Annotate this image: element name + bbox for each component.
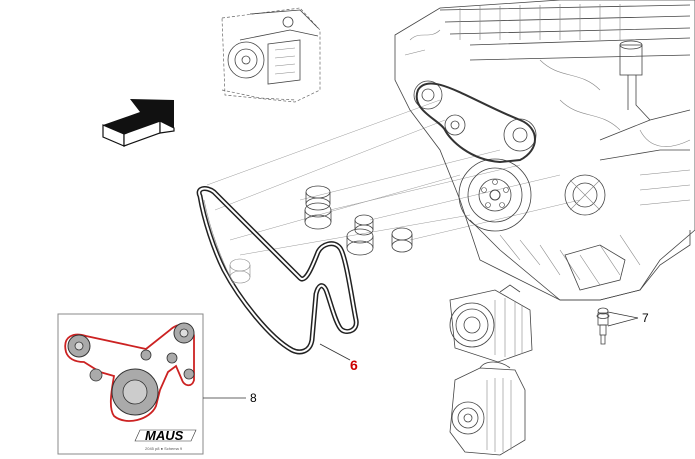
idler-pulley bbox=[354, 214, 374, 236]
callout-label-8: 8 bbox=[250, 391, 257, 405]
engine-thumbnail bbox=[220, 6, 325, 103]
belt-route bbox=[64, 323, 195, 422]
callout-belt: 6 bbox=[319, 343, 358, 373]
idler-pulley bbox=[346, 228, 374, 256]
callout-label-6: 6 bbox=[350, 357, 358, 373]
idler-pulley bbox=[391, 227, 413, 253]
engine-block-drawing bbox=[394, 0, 695, 301]
ac-compressor-drawing bbox=[449, 284, 533, 363]
idler-pulley bbox=[304, 202, 332, 230]
inset-footnote: 2045 p8 ● Schema 9 bbox=[145, 446, 183, 451]
callout-sensor: 7 bbox=[607, 311, 649, 327]
serpentine-belt-drawing bbox=[196, 186, 359, 355]
brand-logo-text: MAUS bbox=[145, 428, 184, 443]
isometric-arrow-icon bbox=[102, 99, 175, 147]
callout-inset: 8 bbox=[203, 391, 257, 405]
callout-label-7: 7 bbox=[642, 311, 649, 325]
idler-pulley bbox=[229, 258, 251, 284]
belt-routing-inset: MAUS 2045 p8 ● Schema 9 bbox=[57, 313, 204, 455]
idler-pulleys bbox=[229, 185, 413, 284]
sensor-drawing bbox=[596, 307, 610, 345]
leader-lines bbox=[206, 99, 581, 256]
idler-pulley bbox=[305, 185, 331, 211]
alternator-drawing bbox=[449, 361, 526, 456]
